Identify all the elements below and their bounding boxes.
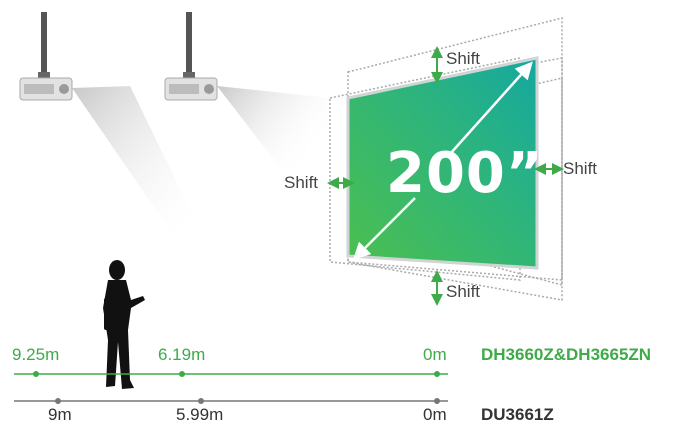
- grey-mark-2: 5.99m: [176, 405, 224, 424]
- ceiling-projector-icon: [19, 12, 73, 101]
- green-mark-3: 0m: [423, 345, 447, 364]
- shift-range-left: [329, 57, 521, 281]
- shift-label-right: Shift: [563, 159, 598, 178]
- screen-size-label: 200”: [386, 141, 544, 206]
- green-mark-1: 9.25m: [12, 345, 60, 364]
- shift-label-top: Shift: [446, 49, 481, 68]
- projection-beam: [72, 86, 200, 230]
- double-arrow-icon: [352, 61, 533, 261]
- shift-label-bottom: Shift: [446, 282, 481, 301]
- person-silhouette-icon: [103, 260, 145, 389]
- grey-mark-3: 0m: [423, 405, 447, 424]
- green-scale-dot: [434, 371, 440, 377]
- ceiling-projector-icon: [164, 12, 218, 101]
- green-scale-dot: [33, 371, 39, 377]
- grey-model-label: DU3661Z: [481, 405, 554, 424]
- green-scale-dot: [179, 371, 185, 377]
- grey-mark-1: 9m: [48, 405, 72, 424]
- shift-range-bottom: [347, 77, 563, 301]
- green-mark-2: 6.19m: [158, 345, 206, 364]
- grey-scale-dot: [198, 398, 204, 404]
- projection-beam: [217, 86, 330, 170]
- shift-label-left: Shift: [284, 173, 319, 192]
- green-model-label: DH3660Z&DH3665ZN: [481, 345, 652, 364]
- grey-scale-dot: [55, 398, 61, 404]
- grey-scale-dot: [434, 398, 440, 404]
